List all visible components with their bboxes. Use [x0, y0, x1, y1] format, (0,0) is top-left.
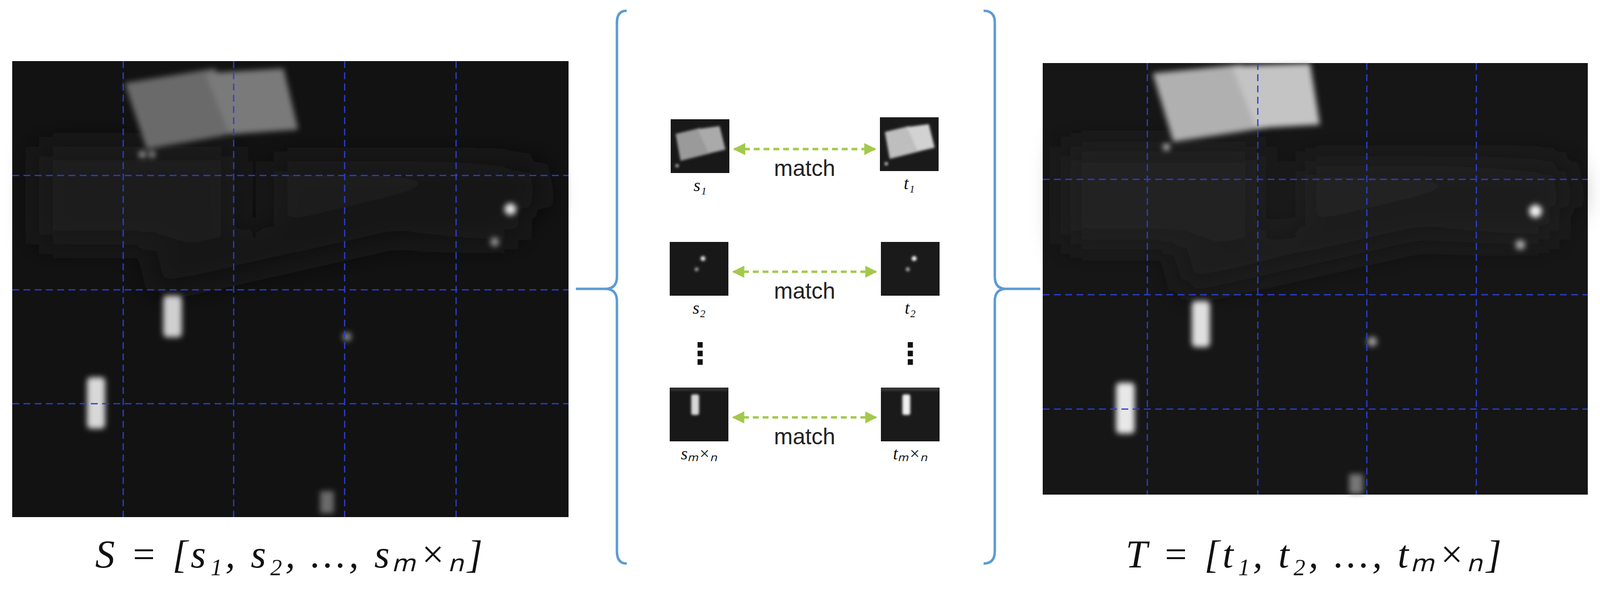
- patch-label: s₂: [667, 298, 731, 319]
- patch-label: sₘ×ₙ: [667, 444, 731, 464]
- image-patch: [880, 241, 940, 296]
- match-arrow: [734, 148, 876, 151]
- patch-label: t₁: [877, 174, 941, 194]
- match-arrow: [733, 416, 877, 419]
- target-image: [1042, 63, 1588, 495]
- patch-label: tₘ×ₙ: [878, 444, 942, 464]
- image-patch: [669, 241, 729, 296]
- ellipsis: ⋮: [685, 337, 715, 370]
- image-patch-node: sₘ×ₙ: [667, 387, 731, 464]
- match-arrow: [733, 270, 877, 274]
- edge-label: match: [771, 278, 837, 304]
- image-patch-node: t₁: [877, 117, 941, 194]
- set-formula: S = [s₁, s₂, ..., sₘ×ₙ]: [95, 532, 486, 576]
- image-patch: [670, 119, 730, 174]
- image-patch-node: s₁: [668, 119, 732, 196]
- image-patch-node: t₂: [878, 241, 942, 319]
- patch-label: s₁: [668, 175, 732, 196]
- image-patch: [880, 387, 940, 442]
- image-patch-node: s₂: [667, 241, 731, 319]
- edge-label: match: [771, 155, 837, 181]
- left-brace: [575, 10, 627, 564]
- image-patch: [879, 117, 939, 172]
- edge-label: match: [771, 424, 837, 450]
- ellipsis: ⋮: [895, 337, 925, 370]
- patch-label: t₂: [878, 298, 942, 319]
- right-brace: [983, 10, 1041, 564]
- image-patch: [669, 387, 729, 442]
- image-patch-node: tₘ×ₙ: [878, 387, 942, 464]
- source-image: [12, 61, 569, 518]
- set-formula: T = [t₁, t₂, ..., tₘ×ₙ]: [1125, 532, 1505, 576]
